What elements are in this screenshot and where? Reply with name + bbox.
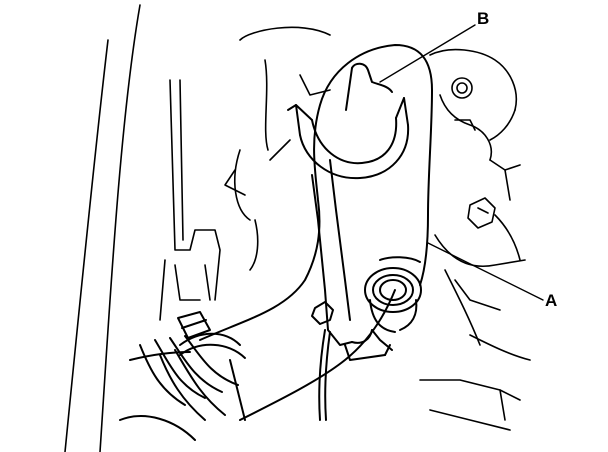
main-hose: [199, 44, 433, 421]
pipe-fitting: [364, 256, 422, 333]
callout-label-a: A: [545, 291, 558, 310]
leader-line-a: [427, 242, 544, 301]
hose-clamp-tool: [287, 62, 410, 421]
background-components: [64, 4, 531, 452]
callout-label-b: B: [477, 9, 490, 28]
lower-hose: [119, 311, 246, 441]
leader-line-b: [379, 24, 476, 83]
